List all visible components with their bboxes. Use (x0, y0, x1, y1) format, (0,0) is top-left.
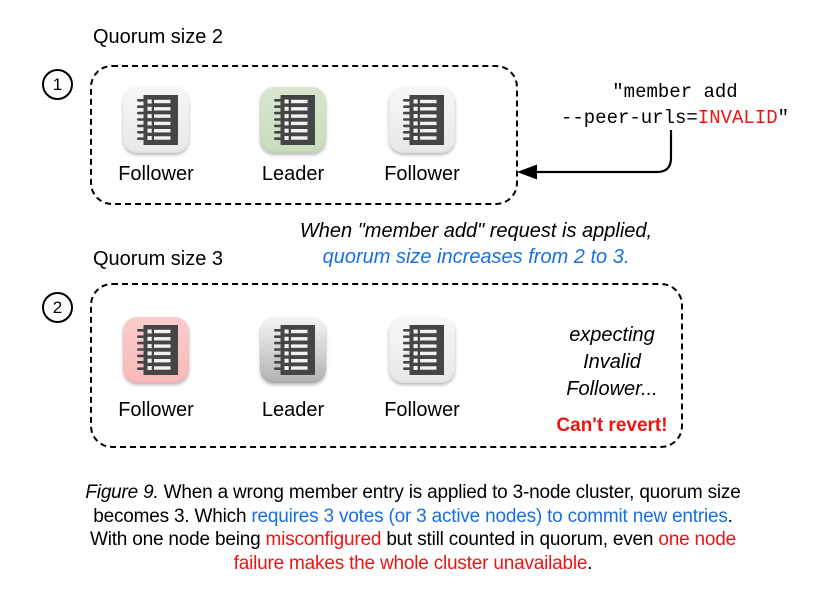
note-line-2: quorum size increases from 2 to 3. (322, 246, 630, 268)
command-line-1: "member add (612, 81, 738, 103)
step-1-number: 1 (52, 74, 63, 94)
log-notebook-icon (274, 95, 315, 145)
node-role-label: Follower (384, 163, 460, 185)
step-2-badge: 2 (42, 292, 73, 323)
server-tile (389, 317, 455, 383)
caption-line-1: Figure 9. When a wrong member entry is a… (85, 482, 741, 503)
server-tile (123, 317, 189, 383)
server-tile (260, 317, 326, 383)
caption-line-2: becomes 3. Which requires 3 votes (or 3 … (93, 505, 733, 527)
cant-revert-warning: Can't revert! (556, 415, 668, 436)
expecting-line-2: Invalid (583, 351, 641, 373)
expecting-line-3: Follower... (566, 378, 658, 400)
note-line-1: When "member add" request is applied, (299, 220, 653, 242)
node-role-label: Follower (118, 163, 194, 185)
server-tile (123, 87, 189, 153)
log-notebook-icon (137, 95, 178, 145)
log-notebook-icon (137, 325, 178, 375)
node-follower-2-step2: Follower (352, 317, 492, 422)
command-line-2: --peer-urls=INVALID" (560, 107, 790, 129)
node-role-label: Follower (384, 399, 460, 421)
node-follower-2-step1: Follower (352, 87, 492, 186)
cluster-box-step-2 (90, 283, 683, 448)
quorum-size-3-label: Quorum size 3 (93, 248, 224, 270)
log-notebook-icon (403, 95, 444, 145)
node-leader-step1: Leader (223, 87, 363, 186)
server-tile (260, 87, 326, 153)
step-1-badge: 1 (42, 69, 73, 100)
quorum-size-2-label: Quorum size 2 (93, 26, 224, 48)
node-role-label: Leader (261, 163, 325, 185)
step-2-number: 2 (52, 297, 63, 317)
figure-number: Figure 9. (85, 482, 159, 503)
figure-caption: Figure 9. When a wrong member entry is a… (43, 481, 783, 575)
node-leader-step2: Leader (223, 317, 363, 422)
log-notebook-icon (274, 325, 315, 375)
node-role-label: Leader (261, 399, 325, 421)
command-arrow (517, 130, 673, 180)
caption-line-3: With one node being misconfigured but st… (89, 529, 737, 550)
expecting-note: expecting Invalid Follower... (497, 322, 727, 403)
member-add-note: When "member add" request is applied, qu… (246, 218, 706, 270)
node-follower-1-step2: Follower (86, 317, 226, 422)
expecting-line-1: expecting (569, 324, 655, 346)
member-add-command: "member add --peer-urls=INVALID" (550, 79, 800, 131)
server-tile (389, 87, 455, 153)
node-follower-1-step1: Follower (86, 87, 226, 186)
log-notebook-icon (403, 325, 444, 375)
invalid-value: INVALID (697, 107, 778, 129)
cluster-box-step-1 (90, 65, 518, 205)
arrowhead-icon (517, 164, 537, 180)
node-role-label: Follower (118, 399, 194, 421)
caption-line-4: failure makes the whole cluster unavaila… (233, 552, 593, 574)
